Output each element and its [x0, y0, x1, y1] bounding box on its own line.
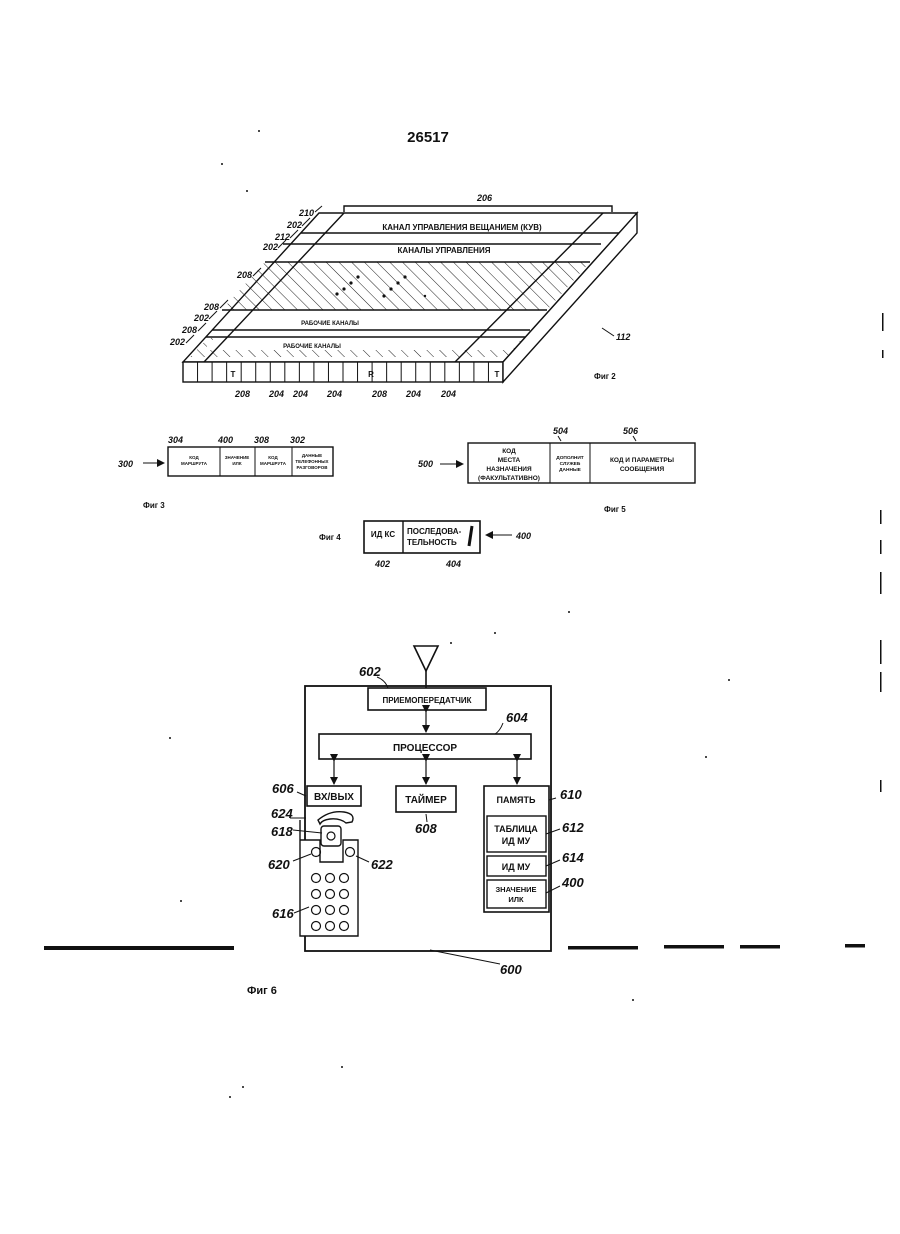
fig2-time-slots [198, 362, 489, 382]
transceiver-label: ПРИЕМОПЕРЕДАТЧИК [382, 696, 471, 705]
fig2-channel-structure [183, 206, 637, 382]
ref-400-fig6: 400 [561, 875, 584, 890]
fig2-brace-206 [344, 206, 612, 212]
fig2-ref-112: 112 [616, 332, 630, 342]
fig5-ref-500: 500 [418, 459, 433, 469]
fig3-ref-300: 300 [118, 459, 133, 469]
fig2-ref-208b: 208 [203, 302, 219, 312]
memory-label: ПАМЯТЬ [497, 795, 536, 805]
fig5-field3-ref: 506 [623, 426, 639, 436]
fig3-field4-l3: РАЗГОВОРОВ [297, 465, 329, 470]
fig5-field2-l1: ДОПОЛНИТ [556, 455, 583, 461]
fig3-field3-l2: МАРШРУТА [260, 461, 287, 466]
ref-608: 608 [415, 821, 437, 836]
fig3-field3-ref: 308 [254, 435, 269, 445]
fig4-field1-label: ИД КС [371, 530, 395, 539]
ref-616: 616 [272, 906, 294, 921]
antenna-icon [414, 646, 438, 688]
ref-602: 602 [359, 664, 381, 679]
fig2-ref-202a: 202 [286, 220, 302, 230]
fig3-field4-ref: 302 [290, 435, 305, 445]
fig2-bottom-ref-208b: 208 [371, 389, 387, 399]
ref-606: 606 [272, 781, 294, 796]
ref-624: 624 [271, 806, 293, 821]
fig4-field2-l2: ТЕЛЬНОСТЬ [407, 538, 457, 547]
fig5-field1-l3: НАЗНАЧЕНИЯ [486, 466, 532, 473]
fig5-field1-l2: МЕСТА [498, 457, 521, 464]
fig4-field2-ref: 404 [445, 559, 461, 569]
fig2-bottom-ref-204d: 204 [405, 389, 421, 399]
fig2-ref-202d: 202 [169, 337, 185, 347]
fig2-ref-210: 210 [298, 208, 314, 218]
fig2-ref-208c: 208 [181, 325, 197, 335]
fig2-bottom-ref-204b: 204 [292, 389, 308, 399]
fig2-slot-t1: T [231, 370, 236, 379]
ms-id-table-l2: ИД МУ [502, 836, 531, 846]
fig5-field3-l1: КОД И ПАРАМЕТРЫ [610, 457, 674, 464]
fig2-slot-t2: T [495, 370, 500, 379]
ref-622: 622 [371, 857, 393, 872]
io-label: ВХ/ВЫХ [314, 792, 354, 803]
page-number: 26517 [407, 129, 449, 146]
fig2-traffic-label-2: РАБОЧИЕ КАНАЛЫ [283, 344, 341, 350]
processor-label: ПРОЦЕССОР [393, 743, 457, 754]
ref-612: 612 [562, 820, 584, 835]
fig3-field2-l2: ИЛК [232, 461, 241, 466]
fig2-traffic-label-1: РАБОЧИЕ КАНАЛЫ [301, 321, 359, 327]
ref-614: 614 [562, 850, 584, 865]
fig2-bottom-ref-208a: 208 [234, 389, 250, 399]
fig2-caption: Фиг 2 [594, 372, 616, 381]
fig2-bottom-ref-204c: 204 [326, 389, 342, 399]
fig3-field1-l2: МАРШРУТА [181, 461, 208, 466]
fig3-field1-l1: КОД [189, 455, 199, 460]
fig4-ref-400: 400 [515, 531, 531, 541]
fig2-ref-212: 212 [274, 232, 290, 242]
fig2-bottom-ref-204a: 204 [268, 389, 284, 399]
fig3-field2-ref: 400 [217, 435, 233, 445]
fig5-field1-l4: (ФАКУЛЬТАТИВНО) [478, 475, 540, 482]
ref-610: 610 [560, 787, 582, 802]
fig3-field4-l2: ТЕЛЕФОННЫХ [295, 459, 328, 464]
fig5-field2-l3: ДАННЫЕ [559, 467, 582, 473]
fig4-caption: Фиг 4 [319, 533, 341, 542]
fig3-field3-l1: КОД [268, 455, 278, 460]
fig2-ref-202b: 202 [262, 242, 278, 252]
ref-618: 618 [271, 824, 293, 839]
fig2-ref-206: 206 [476, 193, 493, 203]
fig3-field2-l1: ЗНАЧЕНИЕ [225, 455, 250, 460]
ms-id-label: ИД МУ [502, 862, 531, 872]
ilk-value-l2: ИЛК [508, 895, 524, 904]
fig5-field1-l1: КОД [502, 448, 516, 455]
fig5-field3-l2: СООБЩЕНИЯ [620, 466, 665, 473]
fig5-field2-l2: СЛУЖЕБ [560, 461, 581, 467]
fig4-field1-ref: 402 [374, 559, 390, 569]
ref-620: 620 [268, 857, 290, 872]
timer-label: ТАЙМЕР [405, 793, 447, 806]
ilk-value-l1: ЗНАЧЕНИЕ [495, 885, 536, 894]
fig4-field2-l1: ПОСЛЕДОВА- [407, 527, 462, 536]
fig3-field4-l1: ДАННЫЕ [302, 453, 322, 458]
fig2-slot-r: R [368, 370, 374, 379]
fig2-ref-202c: 202 [193, 313, 209, 323]
fig2-bottom-ref-204e: 204 [440, 389, 456, 399]
fig2-ref-208a: 208 [236, 270, 252, 280]
ms-id-table-l1: ТАБЛИЦА [494, 824, 538, 834]
fig5-field2-ref: 504 [553, 426, 568, 436]
ref-604: 604 [506, 710, 528, 725]
fig3-field1-ref: 304 [168, 435, 183, 445]
fig2-bcch-label: КАНАЛ УПРАВЛЕНИЯ ВЕЩАНИЕМ (КУВ) [382, 223, 542, 232]
fig2-control-label: КАНАЛЫ УПРАВЛЕНИЯ [398, 246, 491, 255]
fig6-caption: Фиг 6 [247, 985, 277, 997]
fig5-caption: Фиг 5 [604, 505, 626, 514]
ref-600: 600 [500, 962, 522, 977]
fig3-caption: Фиг 3 [143, 501, 165, 510]
